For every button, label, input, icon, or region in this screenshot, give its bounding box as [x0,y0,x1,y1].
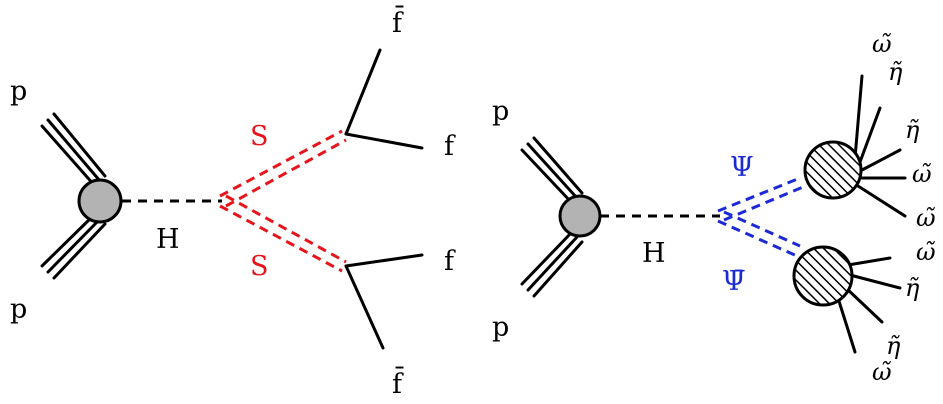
dark-shower-blob-lower [792,245,854,307]
lower-blob-output-labels: ω̃ η̃ η̃ ω̃ [872,238,936,386]
label-proton-top-left: p [10,76,27,107]
label-psi: Ψ [730,152,754,183]
label-proton-top-right: p [492,96,509,127]
label-fbar-top: f̄ [392,4,404,39]
label-omega-4: ω̃ [916,238,936,266]
label-omega-2: ω̃ [912,160,932,188]
upper-blob-output-labels: ω̃ η̃ η̃ ω̃ ω̃ [872,30,936,232]
label-eta-2: η̃ [905,116,920,144]
label-eta-3: η̃ [905,274,920,302]
label-psibar: Ψ̄ [722,266,746,297]
label-omega-5: ω̃ [872,358,892,386]
production-vertex-left [77,178,123,224]
production-vertex-right [558,194,602,238]
label-higgs-left: H [156,224,180,255]
lower-blob-output-lines [836,256,902,354]
upper-blob-output-lines [853,74,907,218]
left-diagram: p p H S S f̄ f f f̄ [10,4,456,400]
label-f-top: f [444,131,456,162]
label-omega-1: ω̃ [872,30,892,58]
label-eta-1: η̃ [888,58,903,86]
label-higgs-right: H [642,238,666,269]
scalar-line-top [219,129,347,208]
label-eta-4: η̃ [886,332,901,360]
label-proton-bottom-left: p [10,294,27,325]
fermion-lines-top [344,48,424,150]
label-omega-3: ω̃ [916,204,936,232]
label-scalar-bottom: S [250,251,269,282]
dark-shower-blob-upper [803,140,863,200]
fermion-lines-bottom [344,253,424,350]
label-scalar-top: S [250,121,269,152]
proton-line-bottom-left [40,212,107,280]
proton-line-bottom-right [520,230,584,298]
label-proton-bottom-right: p [492,312,509,343]
label-f-bottom: f [444,246,456,277]
scalar-line-bottom [219,194,347,273]
right-diagram: p p H Ψ Ψ̄ ω̃ η̃ η̃ ω̃ ω̃ ω̃ η̃ η̃ ω̃ [492,30,936,386]
label-fbar-bottom: f̄ [392,365,404,400]
proton-line-top-left [40,112,107,188]
proton-line-top-right [520,136,584,205]
